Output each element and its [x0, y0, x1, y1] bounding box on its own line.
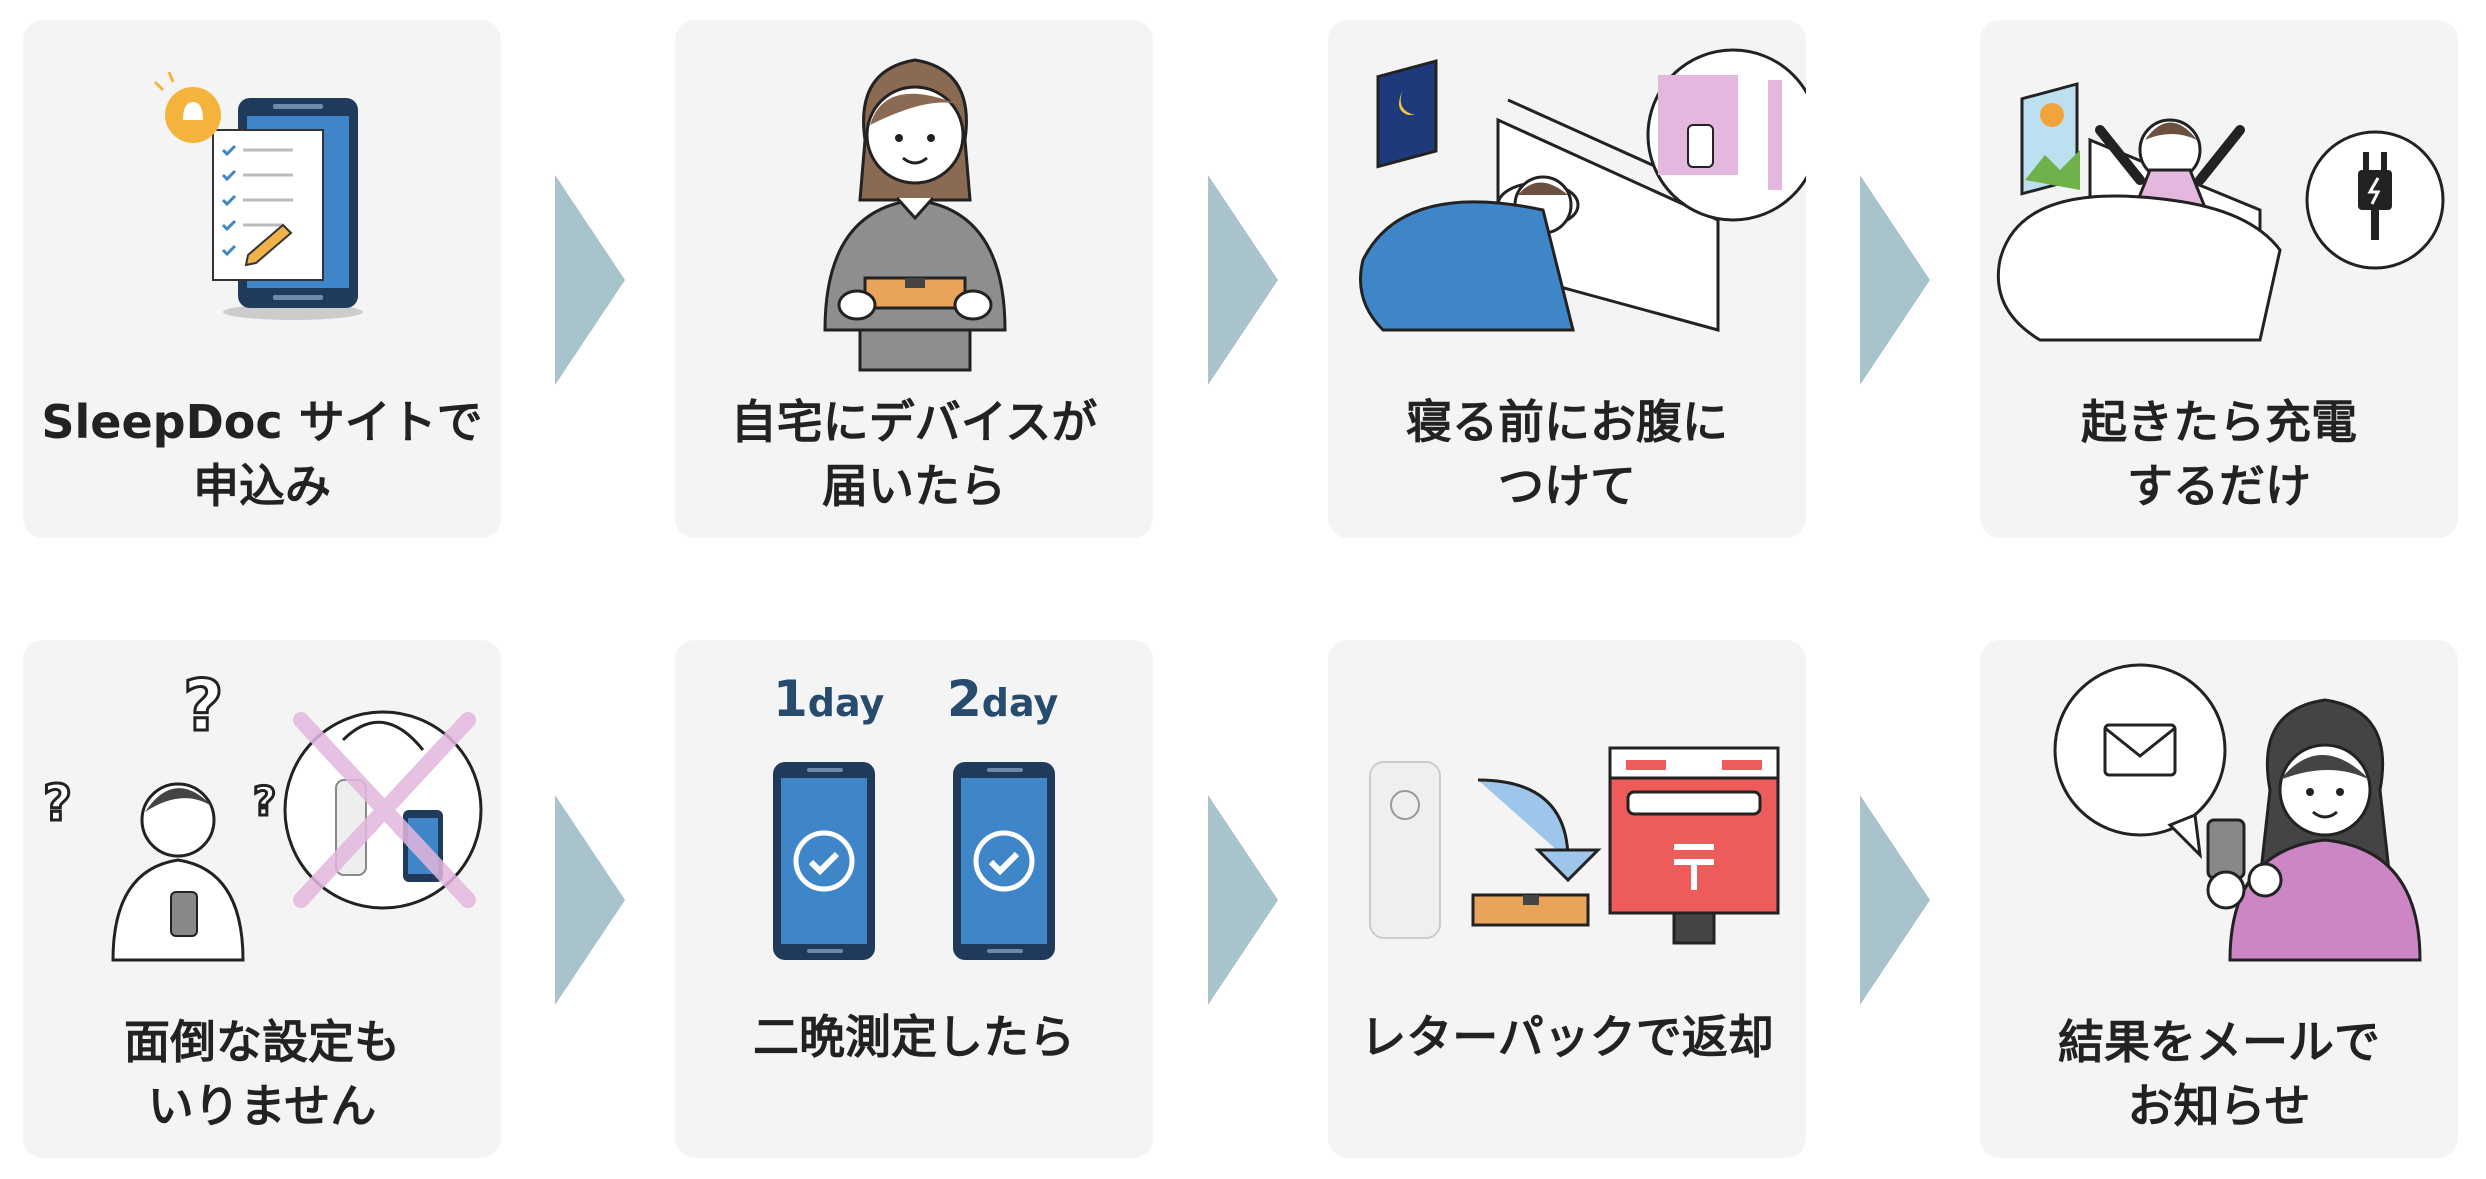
step-4-caption-line2: するだけ — [2127, 459, 2311, 513]
step-5-caption-line1: 面倒な設定も — [124, 1015, 400, 1069]
step-6-card: 1day 2day 二晩測定したら — [675, 640, 1153, 1158]
step-8-card: 結果をメールで お知らせ — [1980, 640, 2458, 1158]
step-2-caption-line1: 自宅にデバイスが — [730, 395, 1098, 449]
step-4-caption-line1: 起きたら充電 — [2081, 395, 2357, 449]
svg-text:?: ? — [43, 774, 72, 832]
step-8-caption-line2: お知らせ — [2127, 1079, 2311, 1133]
no-setup-needed-icon: ? ? ? — [23, 640, 501, 1000]
person-with-package-icon — [675, 20, 1153, 380]
email-result-icon — [1980, 640, 2458, 1000]
phone-checklist-icon — [23, 20, 501, 380]
step-2-caption-line2: 届いたら — [822, 459, 1006, 513]
step-1-caption-line1: SleepDoc サイトで — [41, 395, 483, 449]
svg-text:?: ? — [253, 779, 276, 825]
waking-up-charging-icon — [1980, 20, 2458, 380]
arrow-right-icon — [555, 175, 625, 385]
return-by-mail-icon — [1328, 640, 1806, 1000]
step-5-card: ? ? ? 面倒な設定も いりません — [23, 640, 501, 1158]
two-night-phones-icon — [675, 640, 1153, 1000]
step-3-card: 寝る前にお腹に つけて — [1328, 20, 1806, 538]
arrow-right-icon — [1860, 175, 1930, 385]
arrow-right-icon — [1208, 175, 1278, 385]
day-2-label: 2day — [947, 670, 1059, 728]
step-3-caption-line2: つけて — [1498, 459, 1636, 513]
day-1-label: 1day — [773, 670, 885, 728]
sleeping-in-bed-icon — [1328, 20, 1806, 380]
arrow-right-icon — [1208, 795, 1278, 1005]
step-8-caption-line1: 結果をメールで — [2058, 1015, 2380, 1069]
step-1-caption-line2: 申込み — [193, 459, 331, 513]
step-6-caption-line1: 二晩測定したら — [753, 1010, 1075, 1064]
step-3-caption-line1: 寝る前にお腹に — [1406, 395, 1728, 449]
arrow-right-icon — [1860, 795, 1930, 1005]
step-5-caption-line2: いりません — [147, 1079, 377, 1133]
arrow-right-icon — [555, 795, 625, 1005]
step-7-card: レターパックで返却 — [1328, 640, 1806, 1158]
svg-text:?: ? — [183, 665, 224, 747]
step-4-card: 起きたら充電 するだけ — [1980, 20, 2458, 538]
step-2-card: 自宅にデバイスが 届いたら — [675, 20, 1153, 538]
step-7-caption-line1: レターパックで返却 — [1360, 1010, 1774, 1064]
step-1-card: SleepDoc サイトで 申込み — [23, 20, 501, 538]
day-labels: 1day 2day — [675, 670, 1153, 740]
